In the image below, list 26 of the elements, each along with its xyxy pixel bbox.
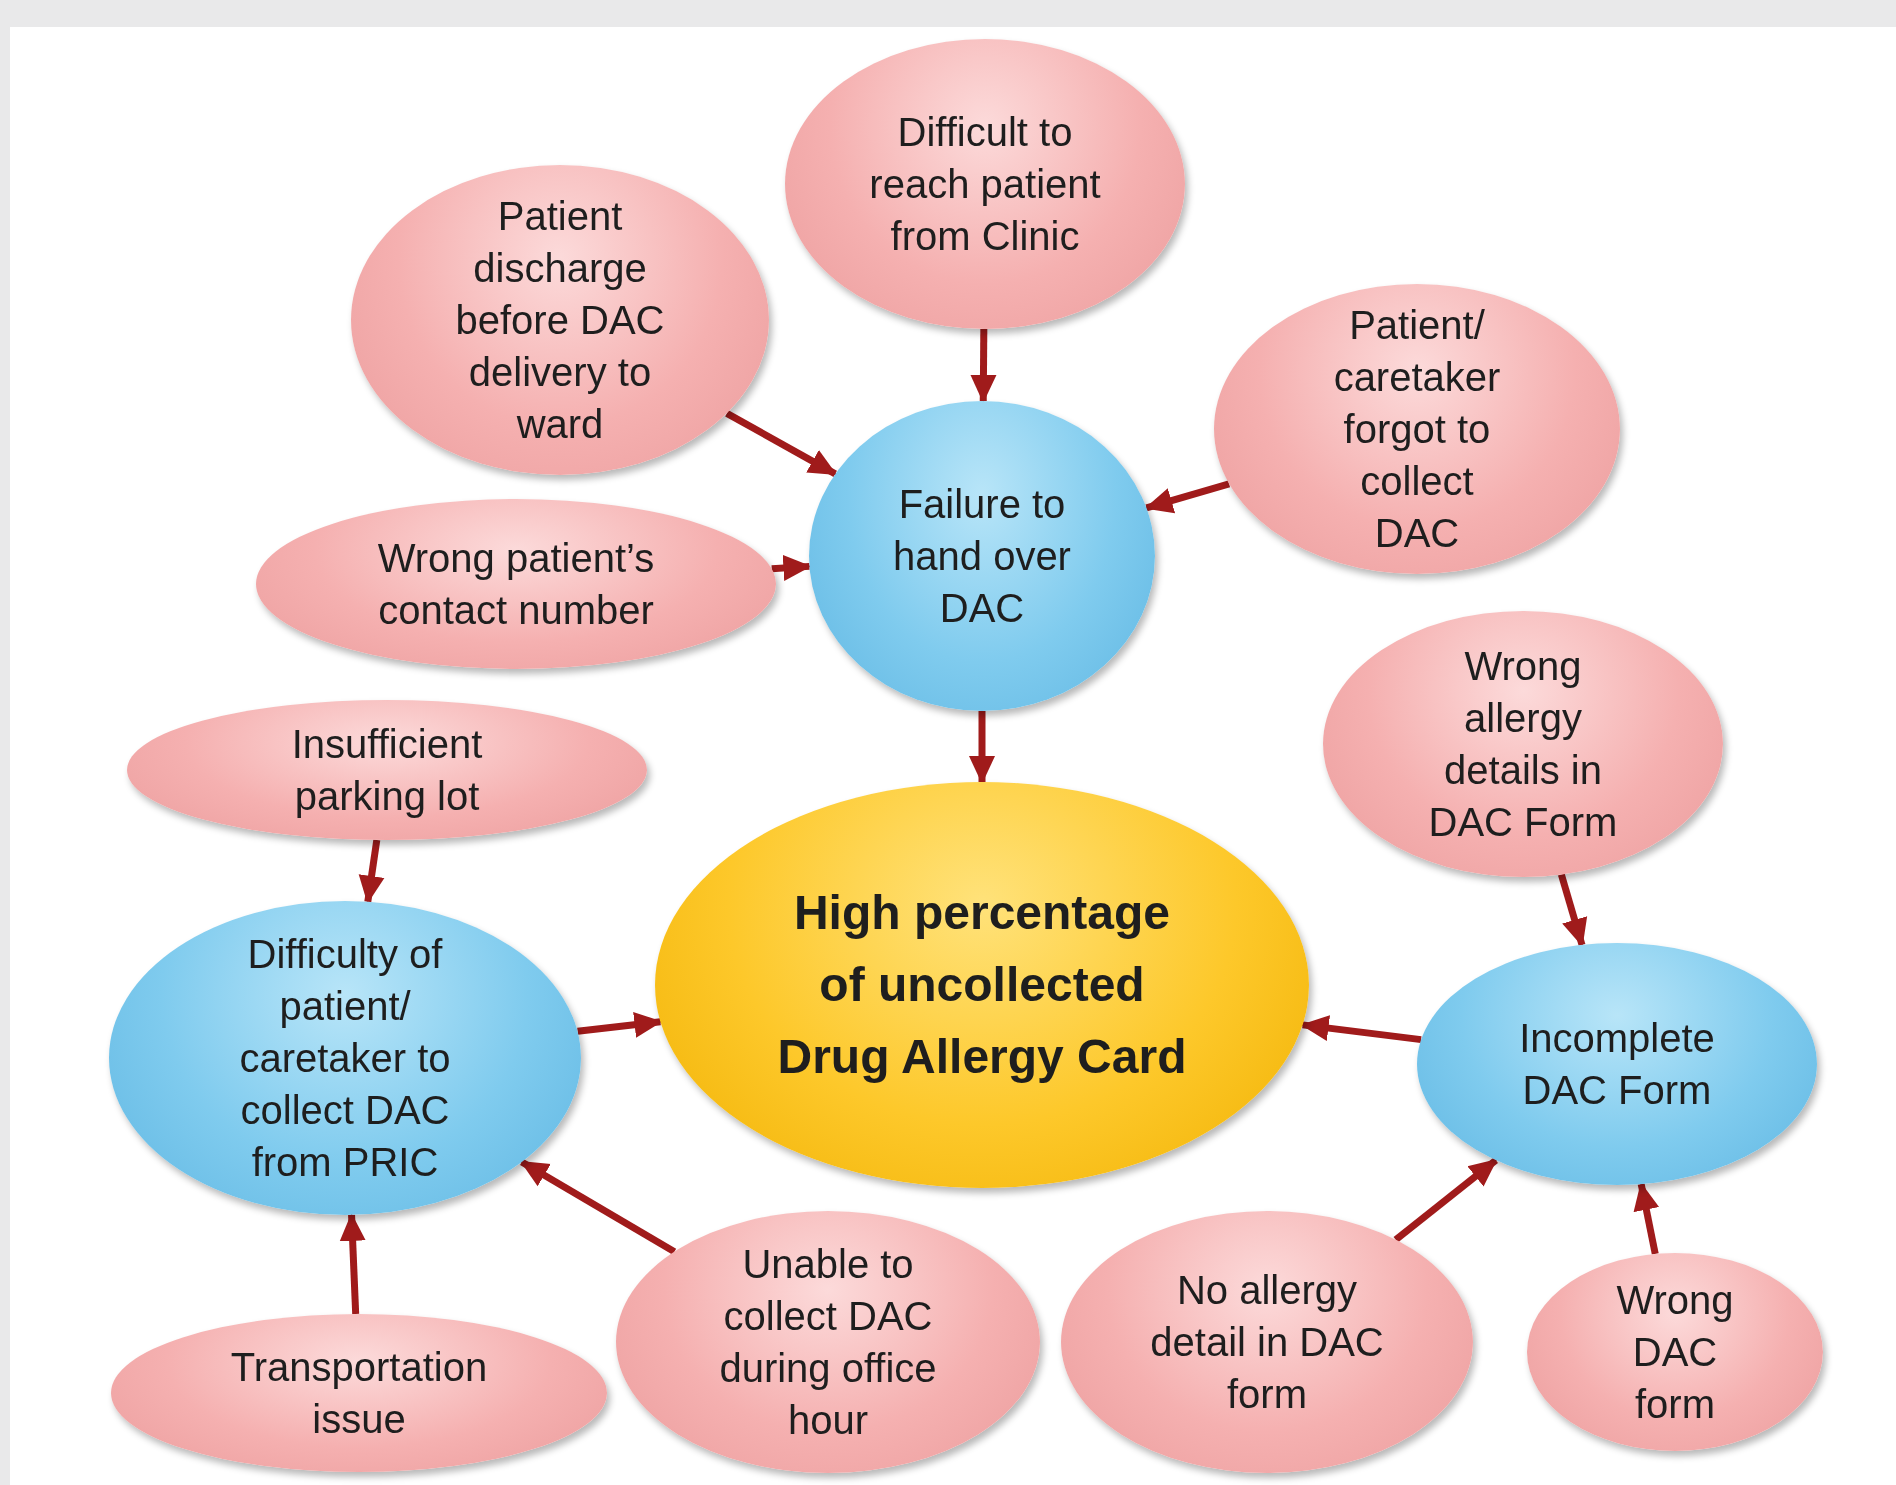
node-label: Wrong DAC form (1615, 1277, 1735, 1428)
node-label: Difficult to reach patient from Clinic (868, 109, 1102, 260)
node-label: High percentage of uncollected Drug Allergy Card (776, 885, 1188, 1085)
node-label: Wrong allergy details in DAC Form (1427, 643, 1619, 846)
arrow (969, 711, 995, 784)
node-label: Unable to collect DAC during office hour (718, 1241, 938, 1444)
arrow (970, 328, 997, 403)
node-label: Transportation issue (229, 1344, 489, 1443)
arrow (358, 839, 385, 904)
arrow (1393, 1157, 1498, 1243)
node-label: Failure to hand over DAC (892, 481, 1072, 632)
arrow (577, 1011, 663, 1038)
arrow (725, 410, 837, 477)
arrow (339, 1212, 366, 1315)
arrow (1633, 1182, 1660, 1255)
node-label: Difficulty of patient/ caretaker to collect DAC from PRIC (238, 931, 452, 1186)
node-label: Patient/ caretaker forgot to collect DAC (1332, 302, 1502, 557)
arrow (1300, 1015, 1422, 1044)
node-label: Wrong patient’s contact number (376, 535, 656, 634)
arrow (771, 554, 812, 581)
node-label: Incomplete DAC Form (1518, 1015, 1716, 1114)
node-label: Insufficient parking lot (290, 721, 484, 820)
node-label: Patient discharge before DAC delivery to ward (454, 193, 666, 448)
arrow (520, 1158, 677, 1255)
node-label: No allergy detail in DAC form (1149, 1267, 1385, 1418)
arrow (1144, 480, 1231, 514)
